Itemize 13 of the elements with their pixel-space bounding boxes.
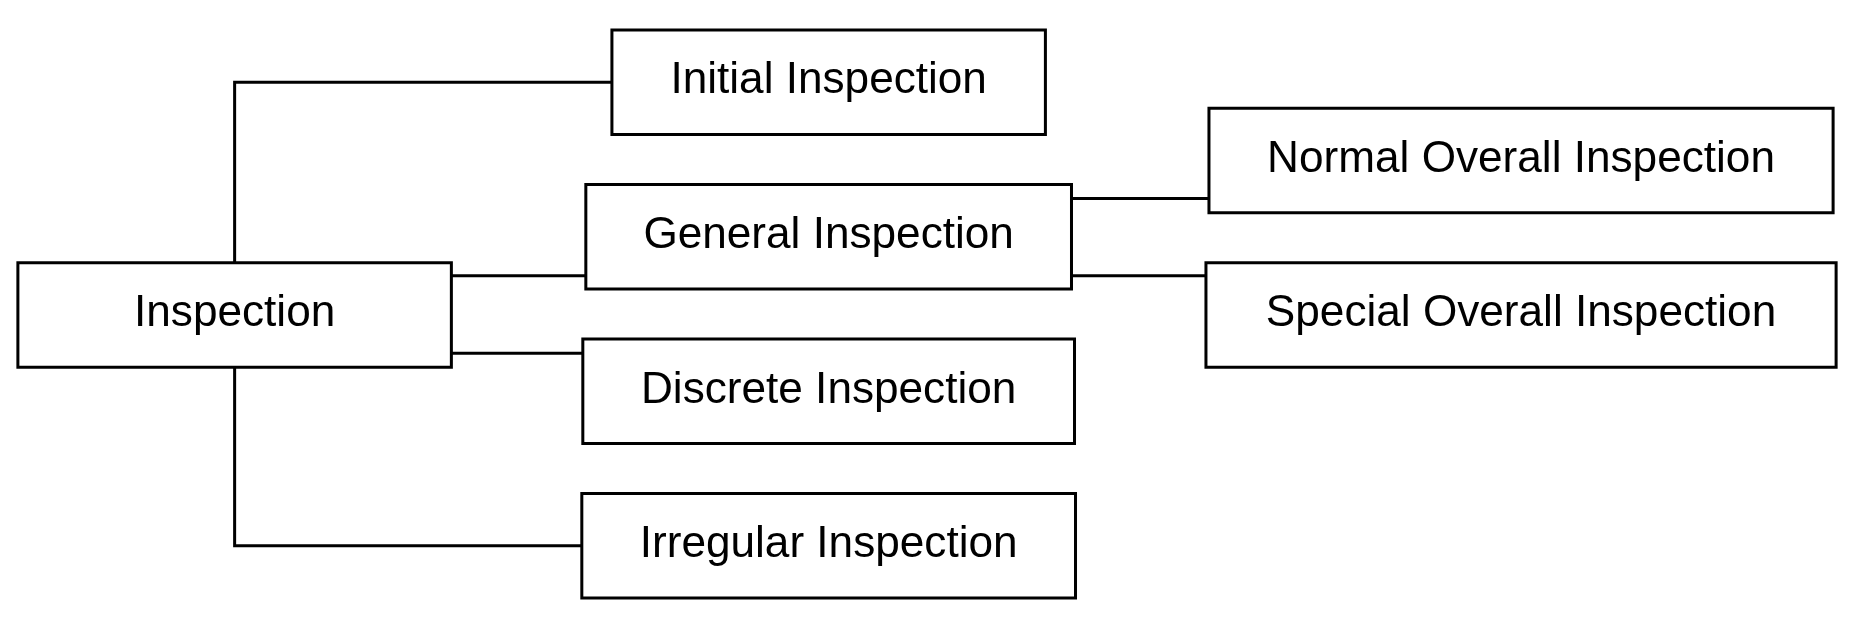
connector xyxy=(451,351,583,355)
node-box: General Inspection xyxy=(583,183,1073,291)
connector xyxy=(1071,197,1209,201)
connector xyxy=(451,274,586,278)
node-box: Inspection xyxy=(15,261,453,369)
node-box: Initial Inspection xyxy=(609,28,1047,136)
connector xyxy=(232,80,612,263)
node-box: Discrete Inspection xyxy=(580,337,1076,445)
node-box: Special Overall Inspection xyxy=(1203,261,1838,369)
node-box: Irregular Inspection xyxy=(579,492,1077,600)
node-box: Normal Overall Inspection xyxy=(1206,106,1835,215)
connector xyxy=(1071,274,1206,278)
connector xyxy=(232,367,581,548)
